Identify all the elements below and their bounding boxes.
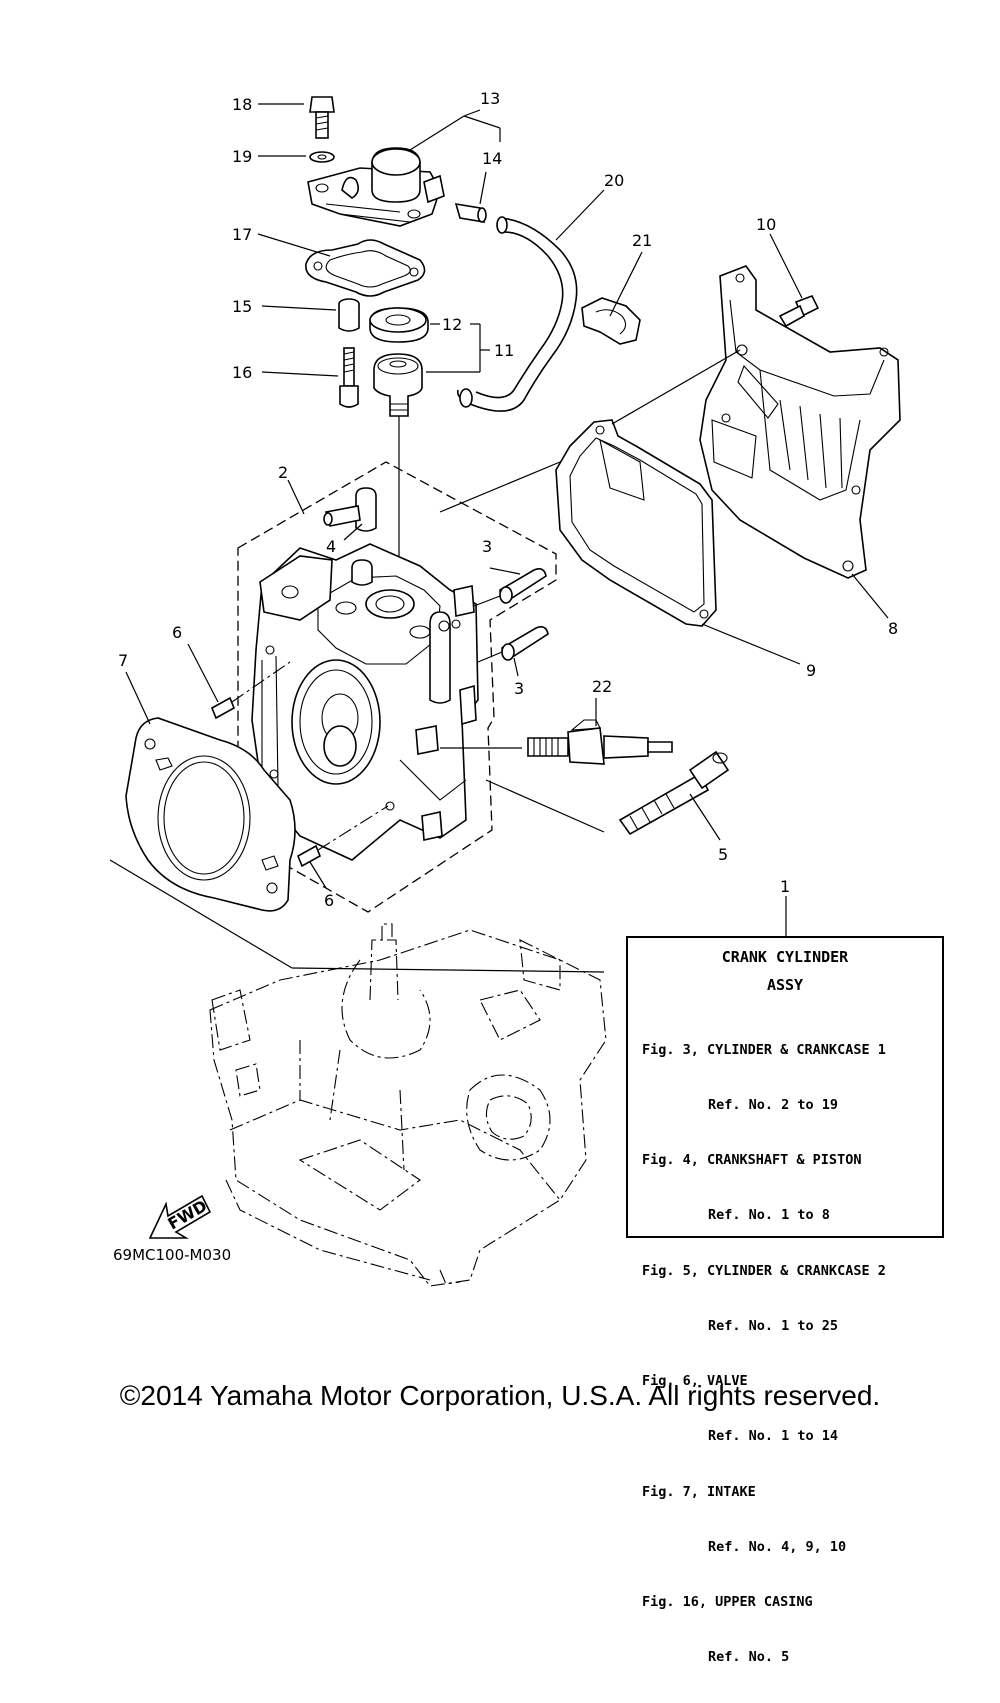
ref-line: Fig. 3, CYLINDER & CRANKCASE 1 bbox=[642, 1041, 886, 1058]
callout-14: 14 bbox=[482, 149, 502, 168]
callout-18: 18 bbox=[232, 95, 252, 114]
part-6-pin-right bbox=[296, 844, 322, 868]
callout-10: 10 bbox=[756, 215, 776, 234]
callout-12: 12 bbox=[442, 315, 462, 334]
callout-9: 9 bbox=[806, 661, 816, 680]
callout-15: 15 bbox=[232, 297, 252, 316]
callout-20: 20 bbox=[604, 171, 624, 190]
part-21-clamp bbox=[581, 297, 641, 345]
part-12-seal-ring bbox=[369, 307, 429, 343]
callout-19: 19 bbox=[232, 147, 252, 166]
ref-line: Ref. No. 1 to 25 bbox=[708, 1317, 839, 1334]
callout-13: 13 bbox=[480, 89, 500, 108]
part-3-pin-upper bbox=[499, 568, 547, 604]
callout-16: 16 bbox=[232, 363, 252, 382]
ref-lines: Fig. 3, CYLINDER & CRANKCASE 1 Ref. No. … bbox=[642, 1004, 886, 1703]
part-8-cover bbox=[699, 265, 901, 579]
part-19-washer bbox=[309, 151, 335, 163]
callout-3-lower: 3 bbox=[514, 679, 524, 698]
part-16-bolt bbox=[339, 347, 359, 408]
part-10-bolt bbox=[778, 294, 820, 328]
fwd-arrow-icon: FWD bbox=[148, 1194, 212, 1239]
part-5-bolt bbox=[618, 750, 730, 836]
exploded-parts-diagram: FWD 1 2 3 3 4 5 6 6 7 8 9 10 11 12 13 14… bbox=[109, 89, 901, 1287]
callout-7: 7 bbox=[118, 651, 128, 670]
callout-21: 21 bbox=[632, 231, 652, 250]
ref-line: Ref. No. 5 bbox=[708, 1649, 790, 1666]
ref-line: Fig. 4, CRANKSHAFT & PISTON bbox=[642, 1152, 862, 1169]
part-6-pin-left bbox=[210, 696, 236, 720]
reference-box: CRANK CYLINDER ASSY Fig. 3, CYLINDER & C… bbox=[626, 936, 944, 1665]
part-18-bolt bbox=[309, 96, 335, 139]
callout-11: 11 bbox=[494, 341, 514, 360]
ref-line: Fig. 6, VALVE bbox=[642, 1373, 748, 1390]
callout-6-left: 6 bbox=[172, 623, 182, 642]
callout-8: 8 bbox=[888, 619, 898, 638]
part-22-spark-plug bbox=[527, 719, 673, 765]
ref-line: Ref. No. 4, 9, 10 bbox=[708, 1538, 847, 1555]
part-2-boundary bbox=[237, 461, 557, 913]
callout-3-upper: 3 bbox=[482, 537, 492, 556]
part-13-thermostat-cover bbox=[307, 147, 445, 227]
part-14-nipple bbox=[454, 203, 487, 223]
callout-6-right: 6 bbox=[324, 891, 334, 910]
ref-title-line2: ASSY bbox=[766, 976, 804, 994]
callout-5: 5 bbox=[718, 845, 728, 864]
part-3-pin-lower bbox=[501, 626, 549, 661]
ref-line: Fig. 5, CYLINDER & CRANKCASE 2 bbox=[642, 1262, 886, 1279]
fwd-label: FWD bbox=[165, 1196, 211, 1233]
callout-4: 4 bbox=[326, 537, 336, 556]
copyright-notice: ©2014 Yamaha Motor Corporation, U.S.A. A… bbox=[119, 1380, 881, 1411]
part-4-joint bbox=[323, 487, 377, 532]
part-11-thermostat bbox=[373, 353, 423, 417]
callout-2: 2 bbox=[278, 463, 288, 482]
ref-line: Ref. No. 1 to 8 bbox=[708, 1207, 830, 1224]
part-4-plug bbox=[351, 559, 373, 586]
part-20-hose bbox=[456, 216, 578, 412]
callout-22: 22 bbox=[592, 677, 612, 696]
part-7-head-gasket bbox=[125, 717, 296, 912]
part-15-collar bbox=[338, 298, 360, 332]
ref-line: Fig. 7, INTAKE bbox=[642, 1483, 756, 1500]
part-9-gasket bbox=[555, 419, 717, 627]
ref-line: Ref. No. 2 to 19 bbox=[708, 1097, 839, 1114]
part-17-gasket bbox=[305, 239, 426, 297]
callout-1: 1 bbox=[780, 877, 790, 896]
callout-17: 17 bbox=[232, 225, 252, 244]
ref-title-line1: CRANK CYLINDER bbox=[721, 948, 849, 966]
ref-line: Fig. 16, UPPER CASING bbox=[642, 1594, 813, 1610]
diagram-code: 69MC100-M030 bbox=[113, 1246, 232, 1264]
crank-cylinder-assy-outline bbox=[209, 923, 607, 1287]
ref-line: Ref. No. 1 to 14 bbox=[708, 1428, 839, 1445]
